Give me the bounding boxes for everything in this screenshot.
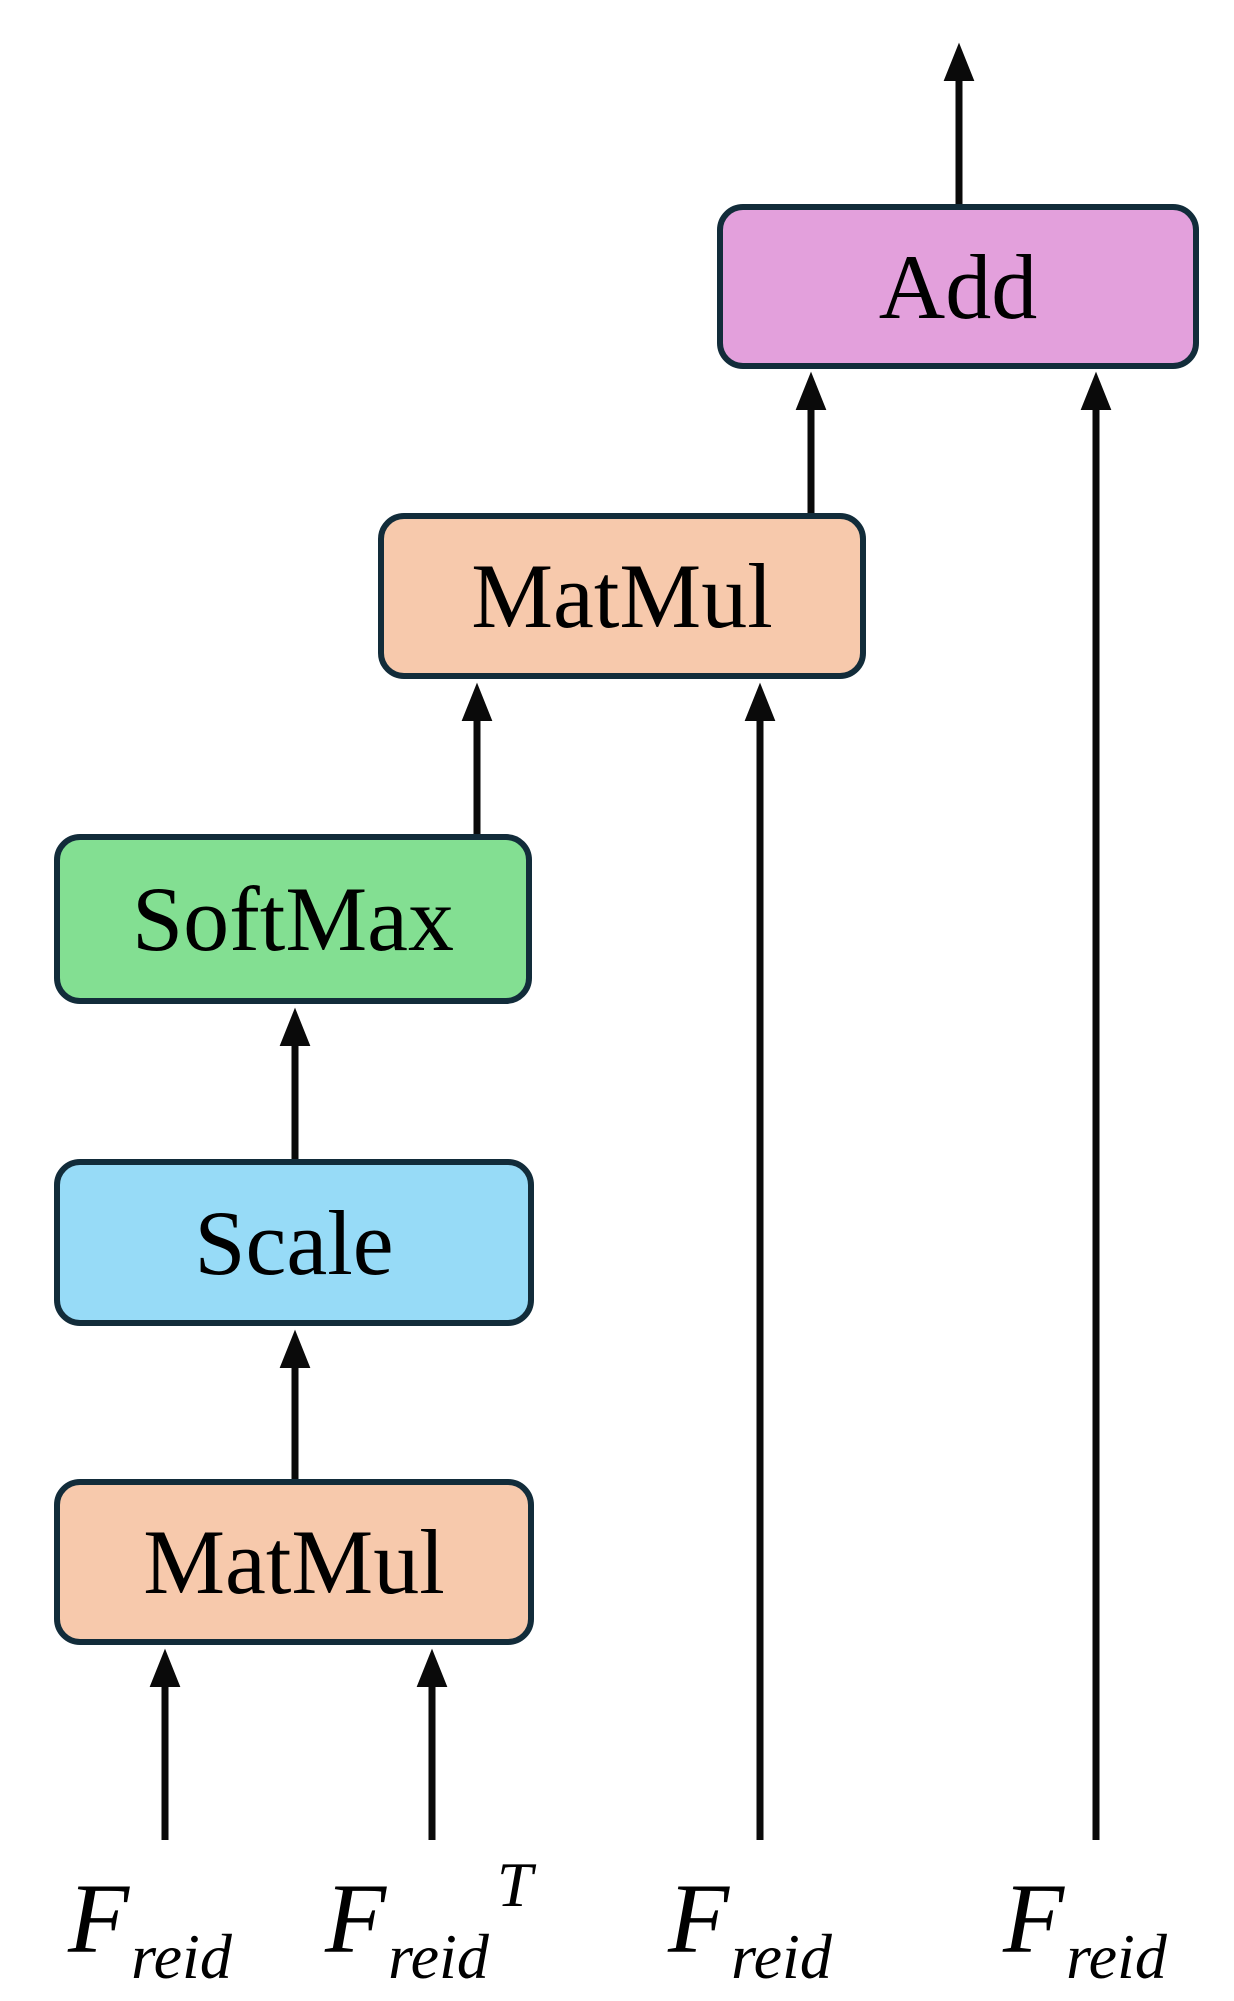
node-matmul-upper-label: MatMul xyxy=(471,545,773,647)
input-4-subscript: reid xyxy=(1066,1921,1167,1992)
input-4-base: F xyxy=(1003,1863,1065,1974)
node-matmul-upper: MatMul xyxy=(378,513,866,679)
input-label-freid-1: Freid xyxy=(68,1863,240,1989)
input-2-subscript: reid xyxy=(388,1921,489,1992)
input-3-base: F xyxy=(668,1863,730,1974)
input-label-freid-transposed: FreidT xyxy=(325,1853,532,1989)
node-scale-label: Scale xyxy=(194,1191,394,1294)
node-add-label: Add xyxy=(878,235,1038,338)
input-2-superscript: T xyxy=(496,1849,533,1920)
input-1-subscript: reid xyxy=(131,1921,232,1992)
node-add: Add xyxy=(717,204,1199,369)
node-scale: Scale xyxy=(54,1159,534,1326)
input-1-base: F xyxy=(68,1863,130,1974)
input-label-freid-2: Freid xyxy=(668,1863,840,1989)
node-softmax: SoftMax xyxy=(54,834,532,1004)
input-3-subscript: reid xyxy=(731,1921,832,1992)
input-2-base: F xyxy=(325,1863,387,1974)
node-softmax-label: SoftMax xyxy=(132,868,454,970)
input-label-freid-3: Freid xyxy=(1003,1863,1175,1989)
node-matmul-lower-label: MatMul xyxy=(143,1511,445,1613)
node-matmul-lower: MatMul xyxy=(54,1479,534,1645)
